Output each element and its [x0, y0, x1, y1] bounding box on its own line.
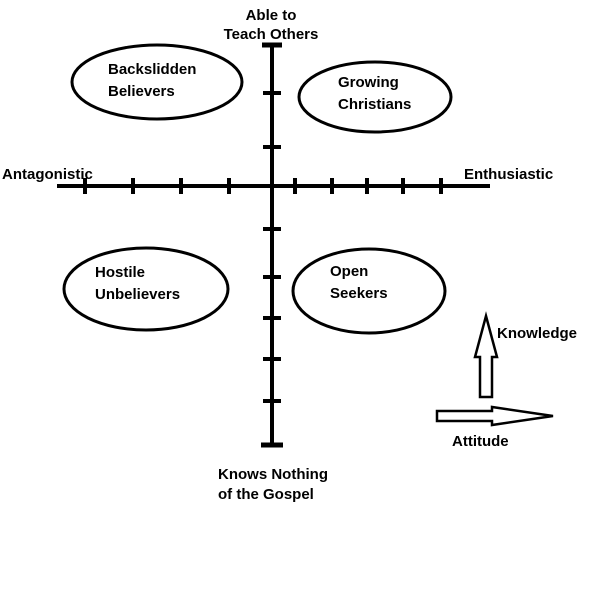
x-axis-ticks: [83, 178, 443, 194]
quadrant-label-line: Believers: [108, 83, 175, 100]
quadrant-ellipse-top-left: [70, 43, 244, 121]
knowledge-arrow-label: Knowledge: [497, 325, 578, 342]
quadrant-label-top-right: Growing Christians: [338, 72, 411, 116]
quadrant-label-line: Hostile: [95, 264, 146, 281]
y-axis-ticks: [263, 91, 281, 403]
y-axis-bottom-label-line2: of the Gospel: [218, 486, 314, 503]
quadrant-ellipse-bottom-right: [291, 247, 447, 335]
x-axis-right-label: Enthusiastic: [464, 166, 554, 183]
quadrant-ellipse-bottom-left: [62, 246, 230, 332]
y-axis-top-label: Able to Teach Others: [171, 6, 371, 44]
quadrant-ellipse-top-right: [297, 60, 453, 134]
up-arrow-icon: [473, 311, 499, 399]
right-arrow-icon: [435, 405, 554, 427]
quadrant-label-line: Open: [330, 263, 369, 280]
y-axis-bottom-label: Knows Nothing of the Gospel: [218, 465, 328, 505]
quadrant-label-line: Christians: [338, 96, 412, 113]
attitude-arrow-label: Attitude: [452, 433, 509, 450]
quadrant-label-line: Seekers: [330, 285, 388, 302]
quadrant-label-top-left: Backslidden Believers: [108, 59, 196, 103]
quadrant-label-bottom-right: Open Seekers: [330, 261, 388, 305]
quadrant-label-bottom-left: Hostile Unbelievers: [95, 262, 180, 306]
quadrant-label-line: Growing: [338, 74, 399, 91]
x-axis-left-label: Antagonistic: [2, 166, 93, 183]
y-axis-bottom-label-line1: Knows Nothing: [218, 466, 328, 483]
quadrant-label-line: Unbelievers: [95, 286, 181, 303]
quadrant-label-line: Backslidden: [108, 61, 197, 78]
y-axis-top-label-line1: Able to: [245, 7, 297, 24]
y-axis-top-label-line2: Teach Others: [223, 26, 319, 43]
